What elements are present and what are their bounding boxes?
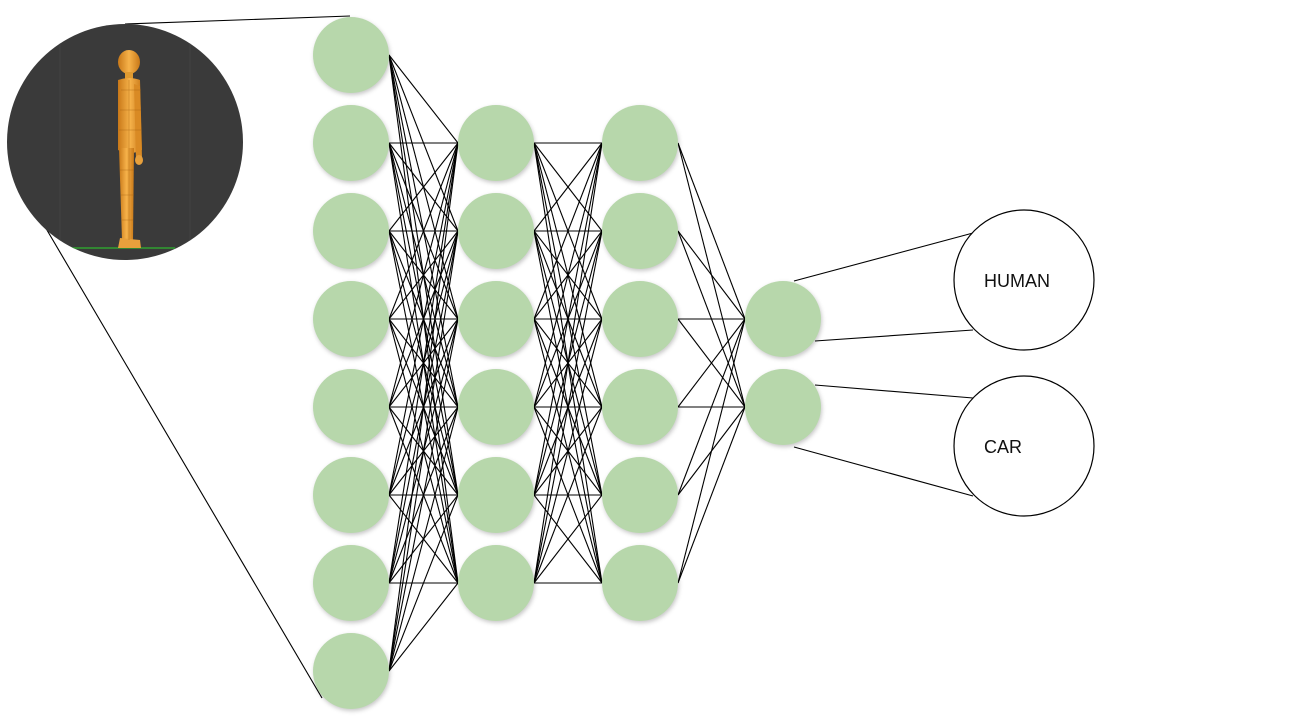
neuron-input-1 [313,105,389,181]
edge-hidden1-3-to-hidden2-0 [533,142,603,408]
edge-hidden1-5-to-hidden2-2 [533,318,603,584]
output-classes: HUMAN CAR [953,209,1095,517]
neuron-input-4 [313,369,389,445]
input-image [7,24,243,260]
connections [388,54,746,672]
neuron-hidden1-1 [458,193,534,269]
output-class-human: HUMAN [953,209,1095,351]
neuron-hidden1-2 [458,281,534,357]
neuron-hidden1-0 [458,105,534,181]
edge-input-5-to-hidden1-0 [388,142,459,496]
output-edge-1 [814,329,974,342]
edge-input-7-to-hidden1-5 [388,582,459,672]
neuron-input-7 [313,633,389,709]
neuron-hidden2-1 [602,193,678,269]
edge-input-6-to-hidden1-0 [388,142,459,584]
edge-input-2-to-hidden1-0 [388,142,459,232]
neuron-hidden2-4 [602,457,678,533]
output-class-car: CAR [953,375,1095,517]
input-projection-lines [43,15,351,699]
edge-hidden2-5-to-output-0 [677,318,746,584]
output-label-human: HUMAN [984,271,1050,291]
edge-hidden2-5-to-output-1 [677,406,746,584]
edge-input-7-to-hidden1-4 [388,494,459,672]
edge-hidden1-5-to-hidden2-4 [533,494,603,584]
neuron-input-3 [313,281,389,357]
edge-hidden2-1-to-output-0 [677,230,746,320]
edge-input-7-to-hidden1-2 [388,318,459,672]
edge-hidden1-5-to-hidden2-0 [533,142,603,584]
neuron-input-5 [313,457,389,533]
neurons [313,17,821,709]
edge-input-4-to-hidden1-0 [388,142,459,408]
edge-hidden1-2-to-hidden2-0 [533,142,603,320]
edge-hidden1-5-to-hidden2-3 [533,406,603,584]
edge-input-7-to-hidden1-1 [388,230,459,672]
output-connections [793,232,974,497]
output-edge-3 [793,446,974,497]
neuron-hidden1-4 [458,457,534,533]
edge-hidden2-4-to-output-0 [677,318,746,496]
neuron-input-2 [313,193,389,269]
edge-input-7-to-hidden1-3 [388,406,459,672]
neuron-input-0 [313,17,389,93]
output-edge-2 [814,384,974,399]
edge-hidden1-4-to-hidden2-0 [533,142,603,496]
edge-hidden1-1-to-hidden2-0 [533,142,603,232]
neuron-input-6 [313,545,389,621]
human-figure-icon [10,40,240,260]
edge-input-7-to-hidden1-0 [388,142,459,672]
edge-hidden2-3-to-output-0 [677,318,746,408]
neuron-hidden1-5 [458,545,534,621]
neuron-hidden1-3 [458,369,534,445]
edge-input-3-to-hidden1-0 [388,142,459,320]
neuron-output-0 [745,281,821,357]
neuron-hidden2-5 [602,545,678,621]
edge-hidden1-5-to-hidden2-1 [533,230,603,584]
neuron-hidden2-0 [602,105,678,181]
neuron-hidden2-3 [602,369,678,445]
edge-hidden2-0-to-output-0 [677,142,746,320]
output-label-car: CAR [984,437,1022,457]
neuron-output-1 [745,369,821,445]
neuron-hidden2-2 [602,281,678,357]
output-edge-0 [793,232,974,282]
edge-input-0-to-hidden1-0 [388,54,459,144]
